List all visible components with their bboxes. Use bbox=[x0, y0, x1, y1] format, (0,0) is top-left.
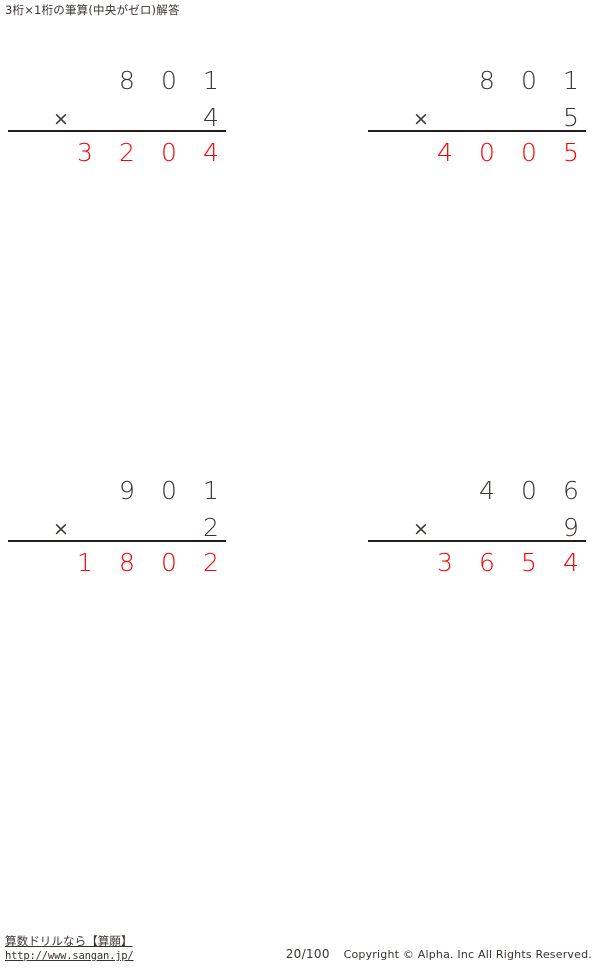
answer-digit-thousands: 1 bbox=[77, 548, 93, 577]
answer-row: 1 8 0 2 bbox=[0, 550, 228, 576]
multiplicand-row: 8 0 1 bbox=[0, 68, 228, 94]
footer-credit: 算数ドリルなら【算願】 http://www.sangan.jp/ bbox=[5, 934, 134, 964]
problem-2: 8 0 1 × 5 4 0 0 5 bbox=[360, 60, 588, 170]
page-title: 3桁×1桁の筆算(中央がゼロ)解答 bbox=[5, 3, 180, 17]
multiplier-digit-ones: 4 bbox=[203, 103, 219, 132]
footer-site-url[interactable]: http://www.sangan.jp/ bbox=[5, 950, 134, 962]
answer-digit-hundreds: 6 bbox=[479, 548, 495, 577]
answer-digit-tens: 5 bbox=[521, 548, 537, 577]
multiply-operator-icon: × bbox=[53, 518, 69, 540]
page-number: 20/100 bbox=[285, 947, 330, 961]
copyright-notice: Copyright © Alpha. Inc All Rights Reserv… bbox=[343, 948, 592, 961]
multiplicand-digit-tens: 0 bbox=[161, 476, 177, 505]
multiply-operator-icon: × bbox=[413, 518, 429, 540]
answer-row: 3 2 0 4 bbox=[0, 140, 228, 166]
answer-digit-tens: 0 bbox=[161, 138, 177, 167]
multiplier-digit-ones: 2 bbox=[203, 513, 219, 542]
multiplicand-digit-ones: 1 bbox=[203, 66, 219, 95]
answer-digit-hundreds: 2 bbox=[119, 138, 135, 167]
answer-digit-thousands: 3 bbox=[437, 548, 453, 577]
answer-digit-tens: 0 bbox=[521, 138, 537, 167]
problem-1: 8 0 1 × 4 3 2 0 4 bbox=[0, 60, 228, 170]
horizontal-rule bbox=[8, 130, 226, 132]
multiplicand-digit-ones: 1 bbox=[203, 476, 219, 505]
answer-row: 3 6 5 4 bbox=[360, 550, 588, 576]
multiply-operator-icon: × bbox=[413, 108, 429, 130]
answer-digit-hundreds: 0 bbox=[479, 138, 495, 167]
multiplier-row: × 9 bbox=[360, 515, 588, 541]
multiplicand-digit-hundreds: 9 bbox=[119, 476, 135, 505]
problem-3: 9 0 1 × 2 1 8 0 2 bbox=[0, 470, 228, 580]
horizontal-rule bbox=[8, 540, 226, 542]
multiplicand-digit-tens: 0 bbox=[161, 66, 177, 95]
answer-digit-thousands: 3 bbox=[77, 138, 93, 167]
multiplicand-digit-hundreds: 8 bbox=[479, 66, 495, 95]
problem-4: 4 0 6 × 9 3 6 5 4 bbox=[360, 470, 588, 580]
answer-digit-ones: 2 bbox=[203, 548, 219, 577]
answer-digit-ones: 5 bbox=[563, 138, 579, 167]
multiplicand-digit-hundreds: 4 bbox=[479, 476, 495, 505]
multiplicand-row: 9 0 1 bbox=[0, 478, 228, 504]
multiplier-row: × 2 bbox=[0, 515, 228, 541]
footer-site-label[interactable]: 算数ドリルなら【算願】 bbox=[5, 934, 133, 948]
answer-digit-thousands: 4 bbox=[437, 138, 453, 167]
answer-digit-tens: 0 bbox=[161, 548, 177, 577]
multiplier-digit-ones: 9 bbox=[563, 513, 579, 542]
multiplier-digit-ones: 5 bbox=[563, 103, 579, 132]
page-footer: 算数ドリルなら【算願】 http://www.sangan.jp/ 20/100… bbox=[0, 932, 600, 968]
footer-meta: 20/100 Copyright © Alpha. Inc All Rights… bbox=[286, 946, 592, 963]
horizontal-rule bbox=[368, 130, 586, 132]
multiplier-row: × 5 bbox=[360, 105, 588, 131]
multiply-operator-icon: × bbox=[53, 108, 69, 130]
multiplier-row: × 4 bbox=[0, 105, 228, 131]
answer-digit-ones: 4 bbox=[203, 138, 219, 167]
horizontal-rule bbox=[368, 540, 586, 542]
multiplicand-row: 8 0 1 bbox=[360, 68, 588, 94]
multiplicand-digit-ones: 1 bbox=[563, 66, 579, 95]
multiplicand-digit-hundreds: 8 bbox=[119, 66, 135, 95]
answer-digit-hundreds: 8 bbox=[119, 548, 135, 577]
multiplicand-digit-tens: 0 bbox=[521, 66, 537, 95]
answer-digit-ones: 4 bbox=[563, 548, 579, 577]
multiplicand-row: 4 0 6 bbox=[360, 478, 588, 504]
multiplicand-digit-ones: 6 bbox=[563, 476, 579, 505]
multiplicand-digit-tens: 0 bbox=[521, 476, 537, 505]
answer-row: 4 0 0 5 bbox=[360, 140, 588, 166]
